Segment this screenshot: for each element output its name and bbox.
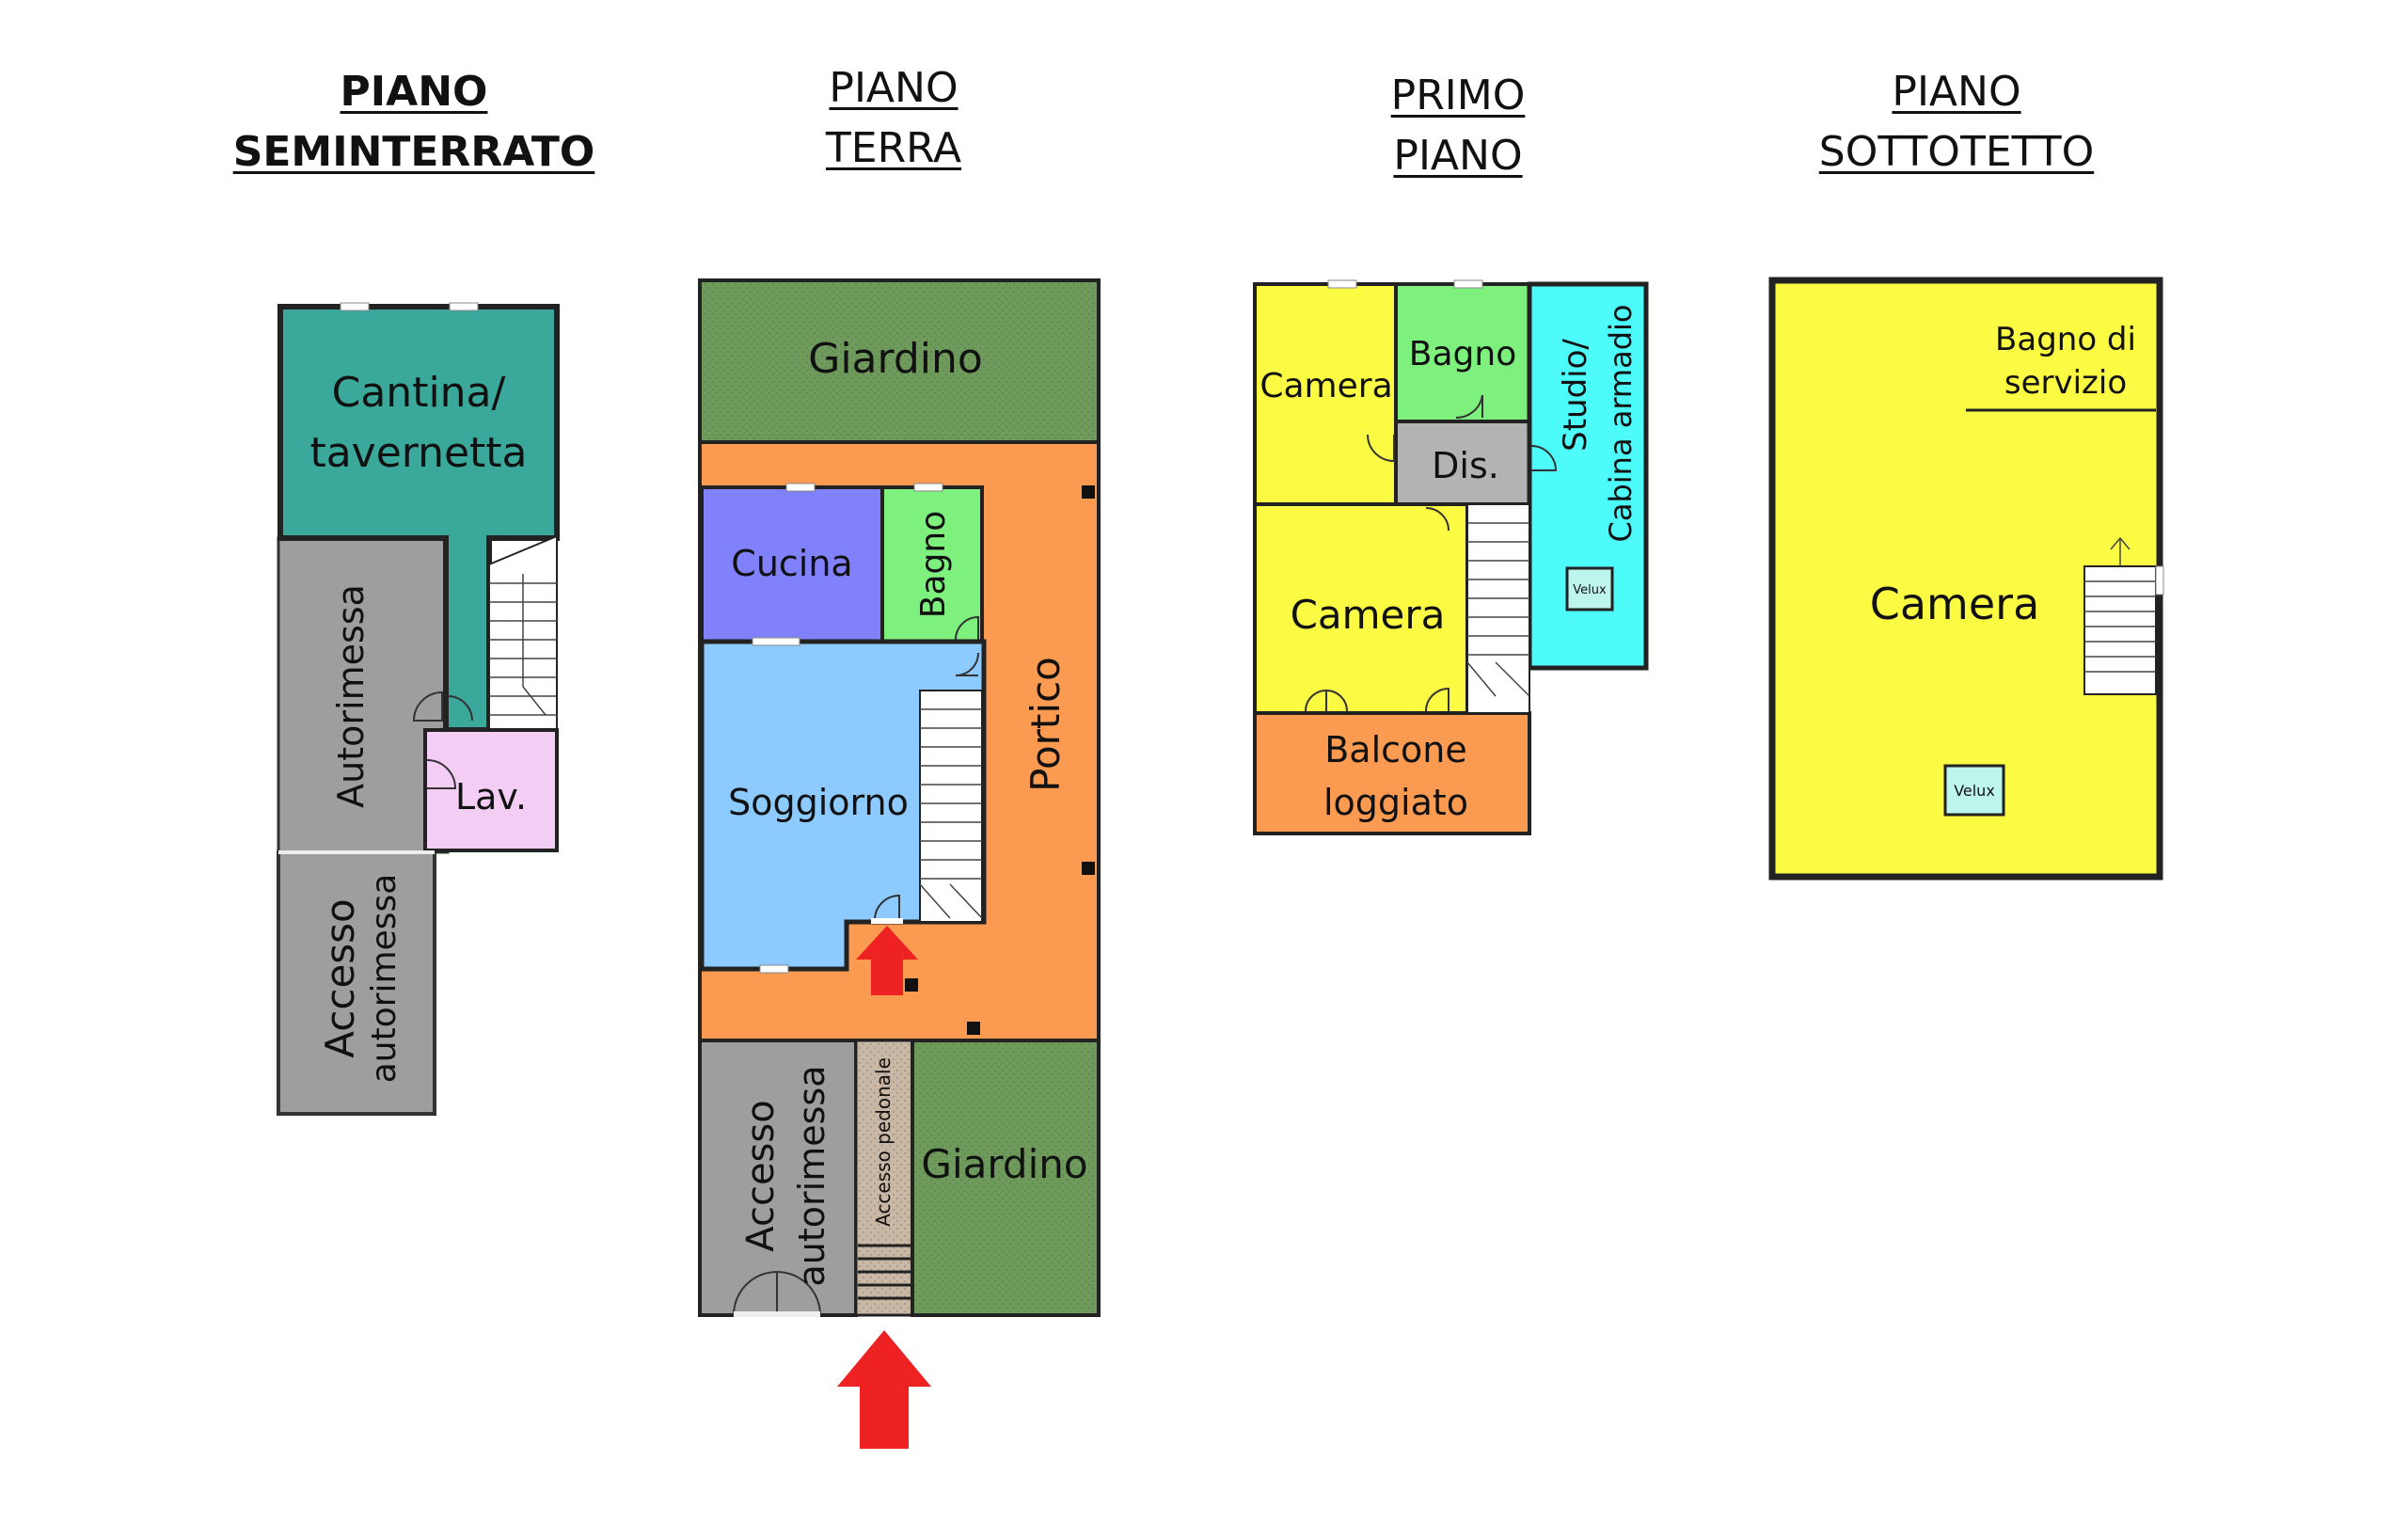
floor-title-line: PIANO [340, 68, 488, 116]
room-camera-2 [1253, 502, 1469, 715]
label-bagno: Bagno [914, 511, 953, 618]
floor-title-terra: PIANO TERRA [752, 58, 1035, 179]
label-giardino: Giardino [808, 335, 983, 383]
floor-title-line: PIANO [829, 64, 958, 112]
entrance-arrow-icon [856, 926, 918, 995]
floor-title-sottotetto: PIANO SOTTOTETTO [1768, 62, 2145, 183]
label-studio: Cabina armadio [1603, 305, 1639, 543]
floor-title-line: SOTTOTETTO [1818, 128, 2095, 176]
label-bagno: Bagno [1409, 335, 1516, 373]
floor-title-primo: PRIMO PIANO [1317, 66, 1599, 186]
door-swing [955, 615, 979, 641]
label-camera: Camera [1291, 592, 1446, 638]
label-bagno-servizio: servizio [2004, 364, 2127, 402]
room-balcone [1253, 711, 1531, 835]
room-lav [423, 728, 559, 852]
floor-title-line: PRIMO [1390, 71, 1526, 119]
door-swing [412, 691, 443, 722]
door-swing [1455, 394, 1483, 420]
door-swing [426, 759, 457, 789]
label-lav: Lav. [455, 776, 527, 818]
plan-terra: Giardino Cucina Bagno Portico Soggiorno … [698, 278, 1101, 1449]
door-swing [776, 1271, 821, 1316]
door-swing [1305, 689, 1348, 712]
door-swing [1425, 507, 1450, 532]
room-bagno [880, 485, 984, 643]
plan-sottotetto: Velux Bagno di servizio Camera [1768, 277, 2164, 881]
room-giardino-top [698, 278, 1101, 444]
floor-title-line: PIANO [1393, 132, 1523, 180]
entrance-arrow-icon [837, 1330, 931, 1449]
label-accesso-pedonale: Accesso pedonale [872, 1057, 895, 1227]
door-swing [1425, 687, 1450, 712]
floor-title-line: PIANO [1892, 68, 2021, 116]
staircase [2083, 536, 2157, 695]
label-studio: Studio/ [1557, 339, 1594, 452]
label-cucina: Cucina [731, 543, 852, 584]
staircase [488, 534, 558, 731]
label-balcone: Balcone [1324, 729, 1467, 770]
room-accesso-autorimessa-terra [698, 1039, 858, 1317]
label-accesso-autorimessa: Accesso [739, 1100, 783, 1251]
label-soggiorno: Soggiorno [728, 782, 909, 823]
room-bagno-primo [1394, 282, 1531, 423]
staircase [1466, 503, 1530, 714]
room-giardino-bottom [911, 1039, 1101, 1317]
floor-title-seminterrato: PIANO SEMINTERRATO [216, 62, 611, 183]
label-portico: Portico [1022, 657, 1069, 792]
label-dis: Dis. [1432, 445, 1499, 486]
room-accesso-autorimessa [277, 850, 436, 1116]
plan-primo-piano: Velux Camera Bagno Dis. Studio/ Cabina a… [1253, 279, 1649, 835]
door-swing [1367, 434, 1395, 463]
door-swing [955, 652, 979, 676]
label-velux: Velux [1954, 782, 1995, 800]
label-camera: Camera [1870, 579, 2040, 629]
room-soggiorno [699, 639, 987, 972]
room-accesso-pedonale [854, 1039, 914, 1317]
label-accesso-autorimessa: autorimessa [365, 874, 404, 1084]
door-swing [447, 695, 473, 722]
velux-window [1943, 764, 2005, 817]
entrance-steps [858, 1244, 911, 1300]
label-accesso-autorimessa: Accesso [317, 898, 363, 1057]
label-giardino: Giardino [921, 1141, 1087, 1187]
room-camera-1 [1253, 282, 1398, 506]
velux-window [1565, 566, 1614, 611]
staircase [919, 690, 983, 923]
room-autorimessa [277, 536, 450, 854]
label-balcone: loggiato [1323, 782, 1468, 823]
label-bagno-servizio: Bagno di [1995, 321, 2136, 358]
door-swing [733, 1270, 778, 1316]
door-swing [874, 894, 900, 921]
label-cantina: tavernetta [309, 429, 527, 477]
door-swing [1530, 445, 1558, 471]
label-autorimessa: Autorimessa [330, 584, 372, 808]
floor-title-line: SEMINTERRATO [232, 128, 595, 176]
label-camera: Camera [1259, 367, 1392, 405]
label-accesso-autorimessa: autorimessa [791, 1066, 832, 1287]
label-cantina: Cantina/ [332, 369, 506, 417]
label-velux: Velux [1573, 583, 1607, 597]
plan-seminterrato: Cantina/ tavernetta Autorimessa Lav. Acc… [277, 302, 560, 1116]
floor-title-line: TERRA [825, 124, 962, 172]
